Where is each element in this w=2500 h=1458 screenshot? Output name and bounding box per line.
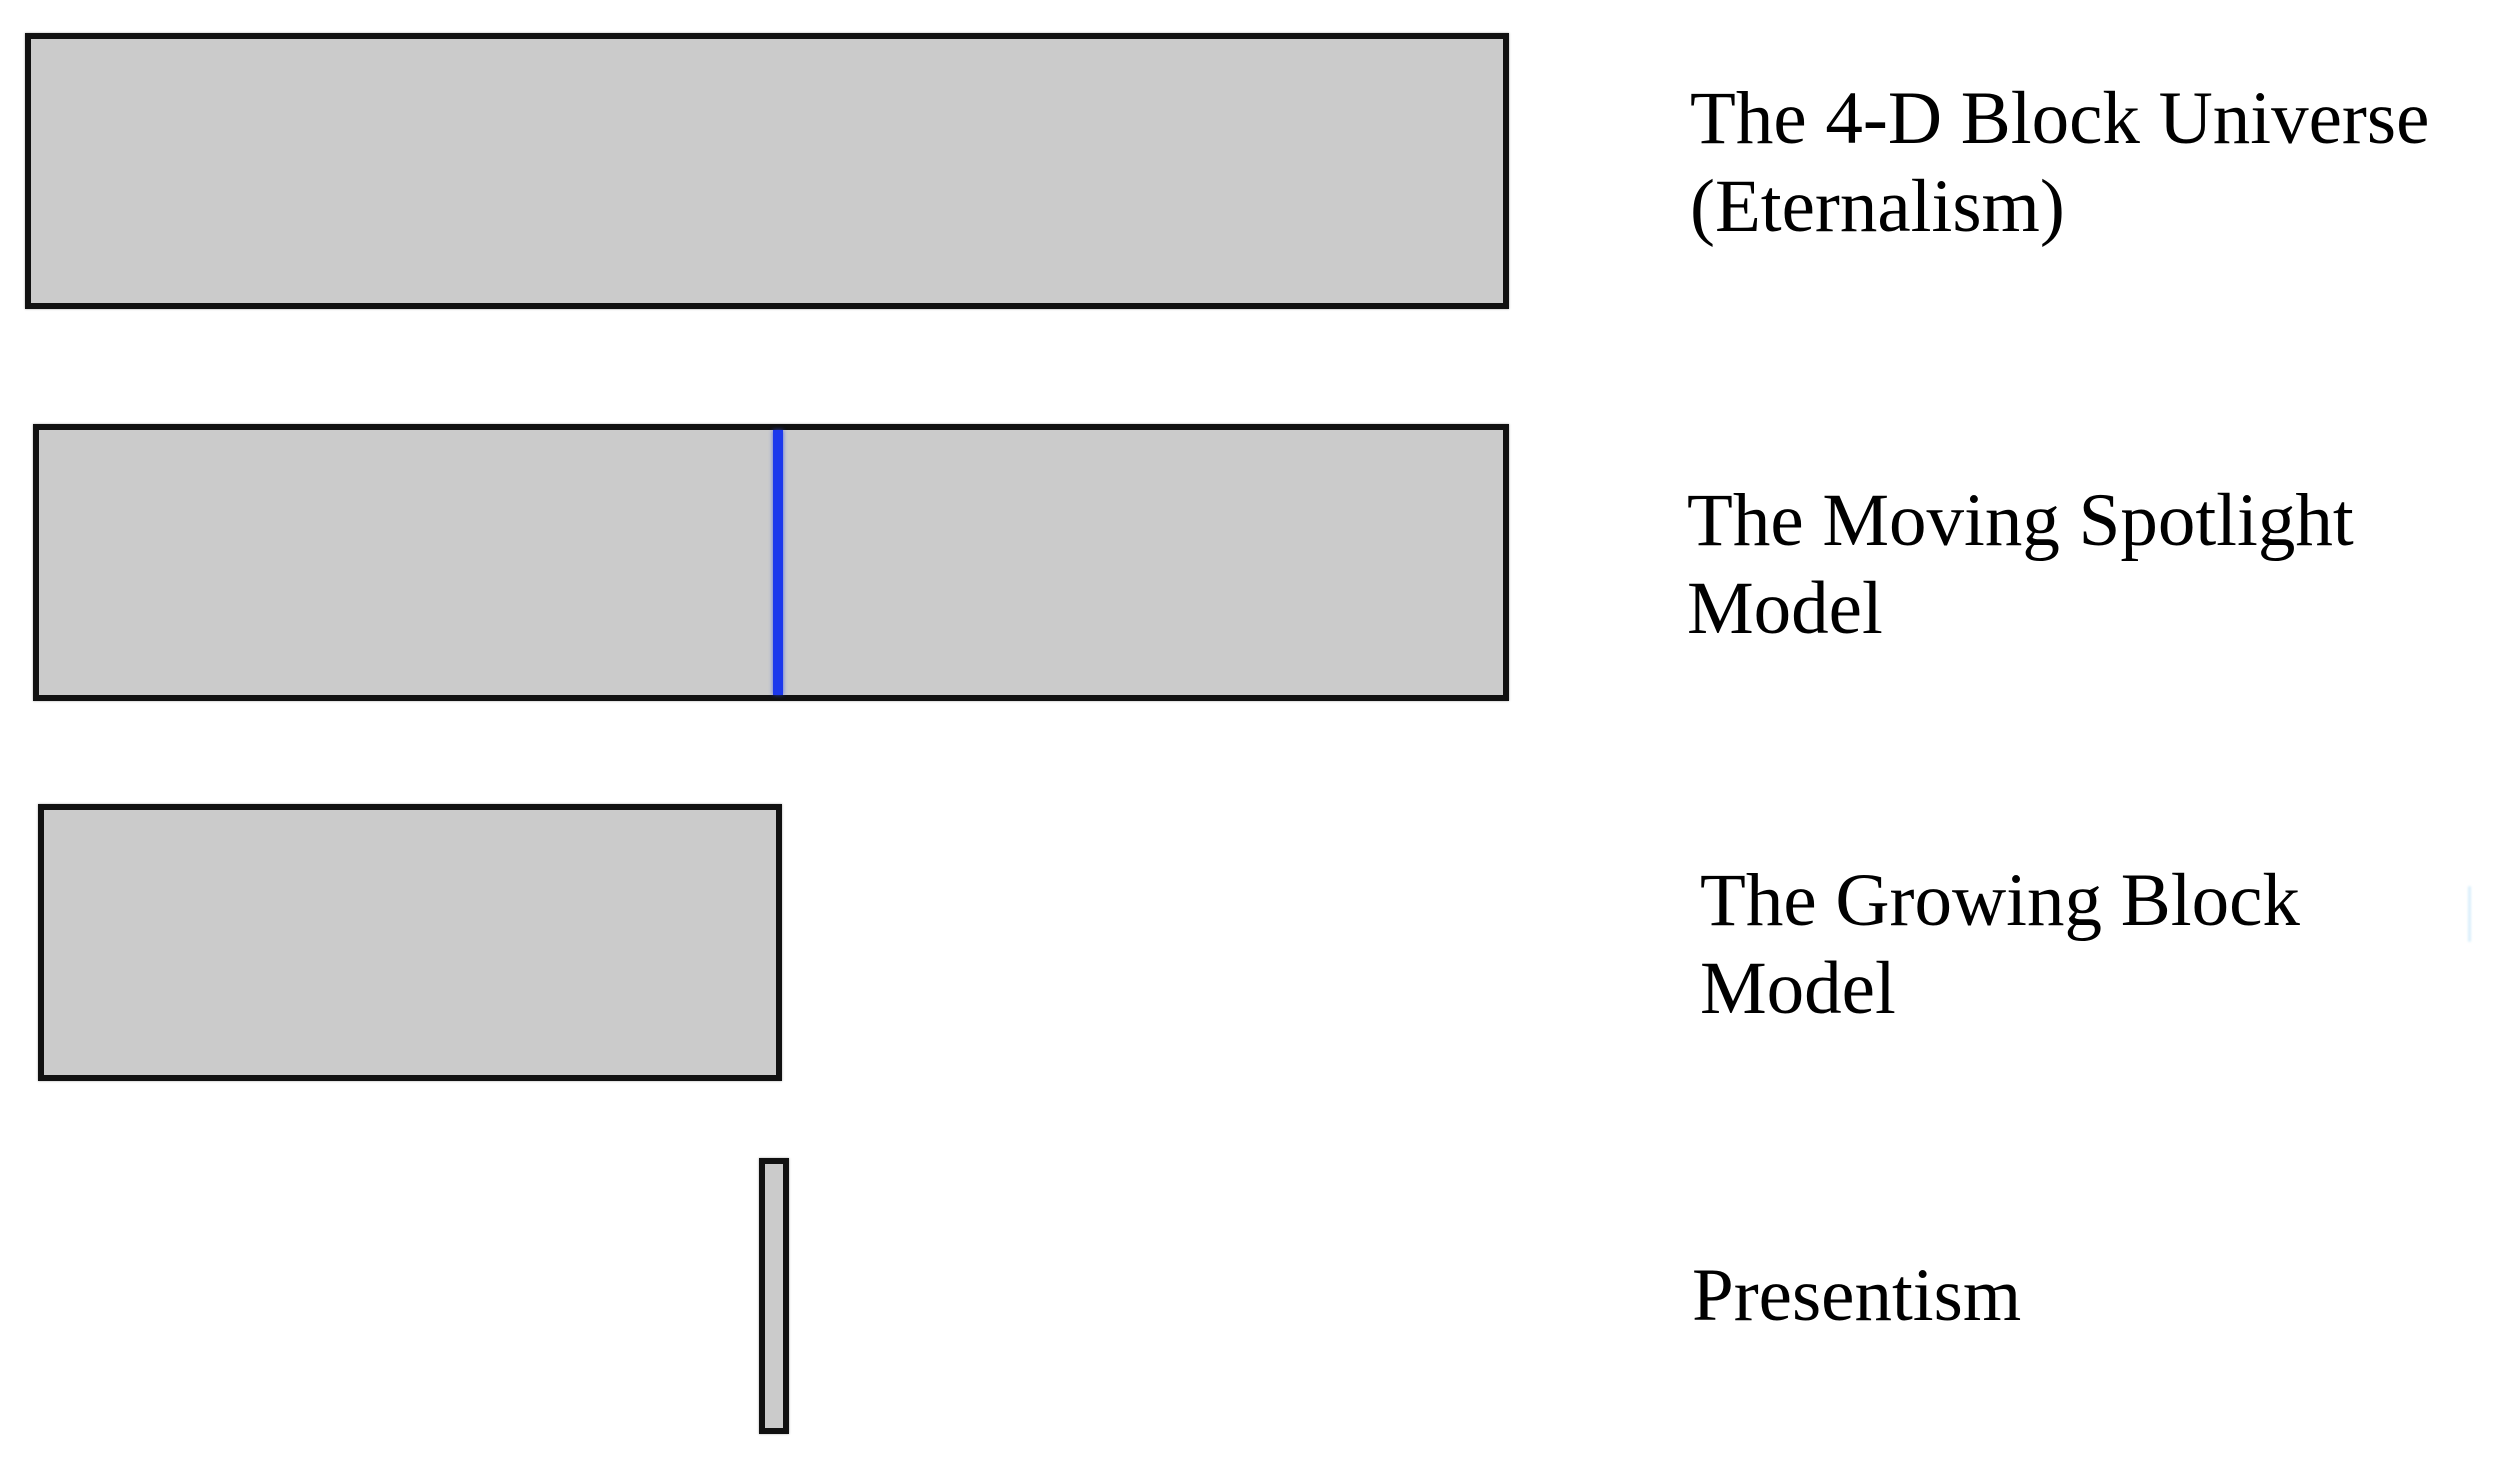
- label-line: The 4-D Block Universe: [1690, 77, 2430, 160]
- label-eternalism: The 4-D Block Universe (Eternalism): [1690, 75, 2429, 251]
- label-line: Presentism: [1692, 1254, 2022, 1337]
- label-presentism: Presentism: [1692, 1252, 2021, 1340]
- label-line: (Eternalism): [1690, 165, 2065, 248]
- label-moving-spotlight: The Moving Spotlight Model: [1687, 477, 2354, 653]
- label-line: Model: [1700, 947, 1896, 1030]
- bar-presentism: [759, 1158, 789, 1434]
- bar-eternalism: [25, 33, 1509, 309]
- label-growing-block: The Growing Block Model: [1700, 857, 2300, 1033]
- label-line: The Growing Block: [1700, 859, 2300, 942]
- bar-growing-block: [38, 804, 782, 1081]
- label-line: Model: [1687, 567, 1883, 650]
- cursor-artifact: [2468, 886, 2471, 942]
- now-spotlight-line: [773, 430, 783, 695]
- label-line: The Moving Spotlight: [1687, 479, 2354, 562]
- bar-moving-spotlight: [33, 424, 1509, 701]
